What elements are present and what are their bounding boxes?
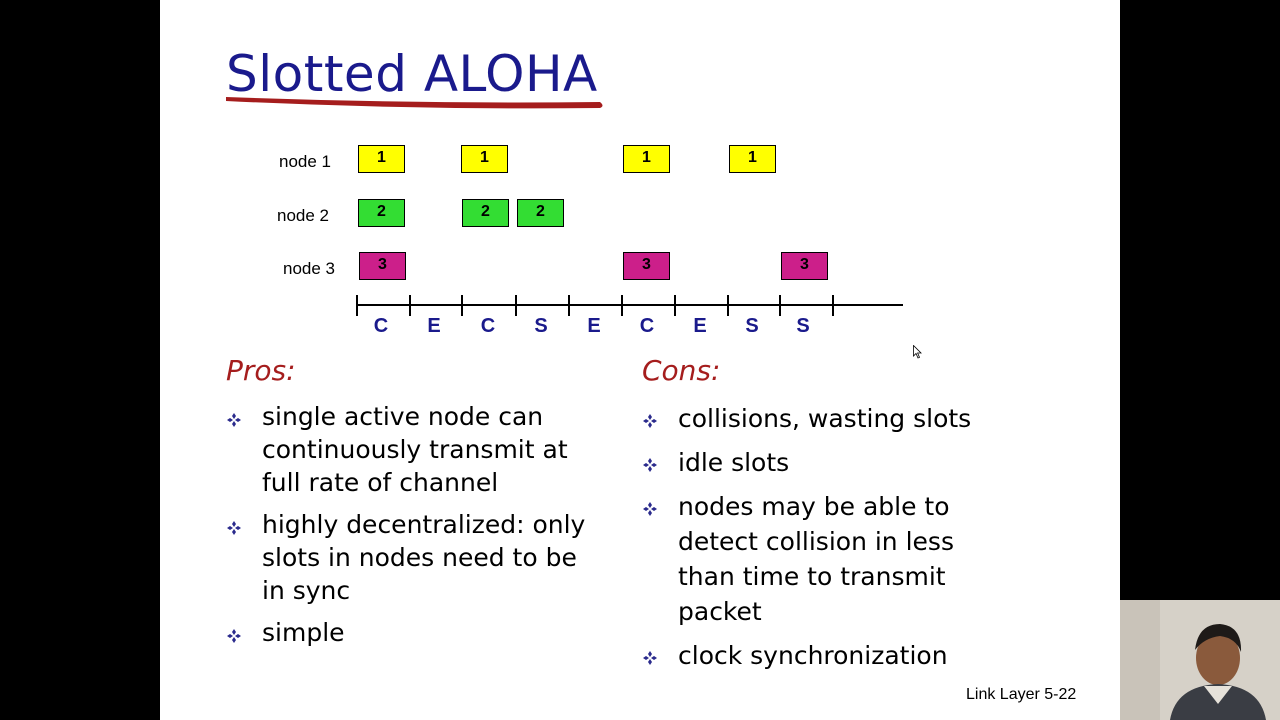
- pros-heading: Pros:: [226, 354, 296, 387]
- slot-result-label: E: [693, 315, 707, 337]
- node-3-label: node 3: [283, 259, 335, 278]
- node-1-frame: 1: [729, 145, 776, 173]
- slot-result-label: S: [534, 315, 548, 337]
- slot-result-label: E: [587, 315, 601, 337]
- node-2-label: node 2: [277, 206, 329, 225]
- list-item: clock synchronization: [642, 638, 982, 673]
- node-3-frame: 3: [359, 252, 406, 280]
- cons-heading: Cons:: [642, 354, 721, 387]
- slot-result-label: E: [427, 315, 441, 337]
- diamond-bullet-icon: [227, 521, 241, 535]
- presenter-video-frame: [1120, 600, 1280, 720]
- node-3-frame: 3: [781, 252, 828, 280]
- diamond-bullet-icon: [227, 629, 241, 643]
- slot-result-label: S: [796, 315, 810, 337]
- slot-result-label: S: [745, 315, 759, 337]
- title-underline: [226, 97, 603, 109]
- node-3-frame: 3: [623, 252, 670, 280]
- diamond-bullet-icon: [643, 458, 657, 472]
- node-2-frame: 2: [358, 199, 405, 227]
- cons-list: collisions, wasting slots idle slots nod…: [642, 401, 982, 682]
- cons-item-text: idle slots: [678, 448, 790, 477]
- pros-item-text: simple: [262, 618, 345, 647]
- slot-timeline: [356, 295, 903, 316]
- diamond-bullet-icon: [643, 502, 657, 516]
- node-1-frame: 1: [358, 145, 405, 173]
- node-1-frame: 1: [461, 145, 508, 173]
- list-item: highly decentralized: only slots in node…: [226, 508, 606, 607]
- node-2-frame: 2: [462, 199, 509, 227]
- presenter-webcam: [1120, 600, 1280, 720]
- list-item: simple: [226, 616, 606, 649]
- node-1-frame: 1: [623, 145, 670, 173]
- pros-list: single active node can continuously tran…: [226, 400, 606, 658]
- cons-item-text: clock synchronization: [678, 641, 948, 670]
- diamond-bullet-icon: [227, 413, 241, 427]
- list-item: collisions, wasting slots: [642, 401, 982, 436]
- slide-footer: Link Layer 5-22: [966, 686, 1077, 703]
- node-1-label: node 1: [279, 152, 331, 171]
- list-item: single active node can continuously tran…: [226, 400, 606, 499]
- cons-item-text: collisions, wasting slots: [678, 404, 972, 433]
- diamond-bullet-icon: [643, 414, 657, 428]
- pros-item-text: single active node can continuously tran…: [262, 402, 568, 497]
- mouse-pointer-icon: [913, 345, 922, 359]
- diamond-bullet-icon: [643, 651, 657, 665]
- slot-result-label: C: [480, 315, 496, 337]
- list-item: nodes may be able to detect collision in…: [642, 489, 982, 629]
- slot-result-label: C: [639, 315, 655, 337]
- pros-item-text: highly decentralized: only slots in node…: [262, 510, 586, 605]
- cons-item-text: nodes may be able to detect collision in…: [678, 492, 954, 626]
- slide-title: Slotted ALOHA: [226, 45, 598, 103]
- node-2-frame: 2: [517, 199, 564, 227]
- slide: Slotted ALOHA node 1 node 2 node 3 1 1 1…: [160, 0, 1120, 720]
- slot-result-label: C: [373, 315, 389, 337]
- list-item: idle slots: [642, 445, 982, 480]
